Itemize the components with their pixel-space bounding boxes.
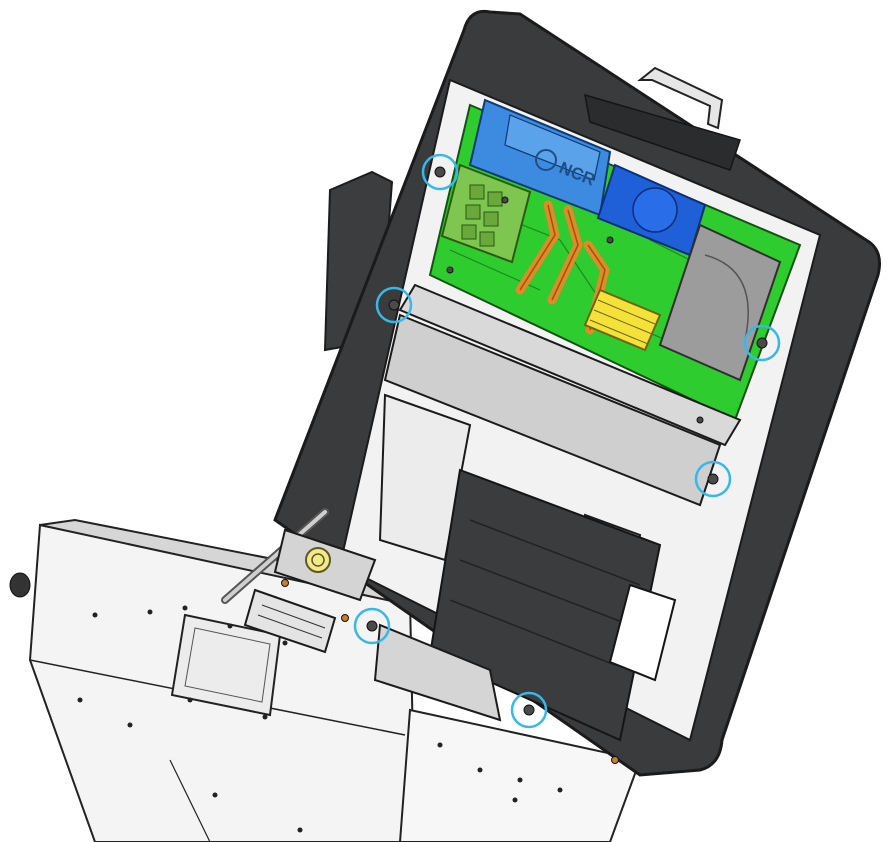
- screws: [281, 166, 768, 764]
- mount-plate: [373, 623, 502, 722]
- cross-brace: [398, 283, 742, 447]
- cooling-fan: [596, 163, 707, 257]
- base-right-panel: [398, 708, 642, 842]
- chipset-heatsink: [583, 288, 662, 352]
- gas-strut: [221, 508, 329, 604]
- cable-opening: [608, 583, 677, 682]
- side-knob: [9, 572, 31, 598]
- screw-right-upper: [743, 324, 781, 362]
- highlight-rings: [353, 153, 781, 729]
- brand-logo-mark: [535, 149, 557, 171]
- screw-top-left: [421, 153, 459, 191]
- lower-shelf: [383, 313, 722, 507]
- hinge-bracket: [273, 528, 377, 602]
- screw-bottom-center: [353, 607, 391, 645]
- carry-handle: [637, 66, 724, 130]
- memory-modules: [440, 163, 532, 264]
- screw-mid-left: [375, 286, 413, 324]
- hard-drive: [658, 223, 782, 382]
- screw-bottom-right: [510, 691, 548, 729]
- display-head: NCR: [221, 9, 881, 777]
- screw-right-lower: [694, 460, 732, 498]
- connector-panel: [243, 588, 337, 654]
